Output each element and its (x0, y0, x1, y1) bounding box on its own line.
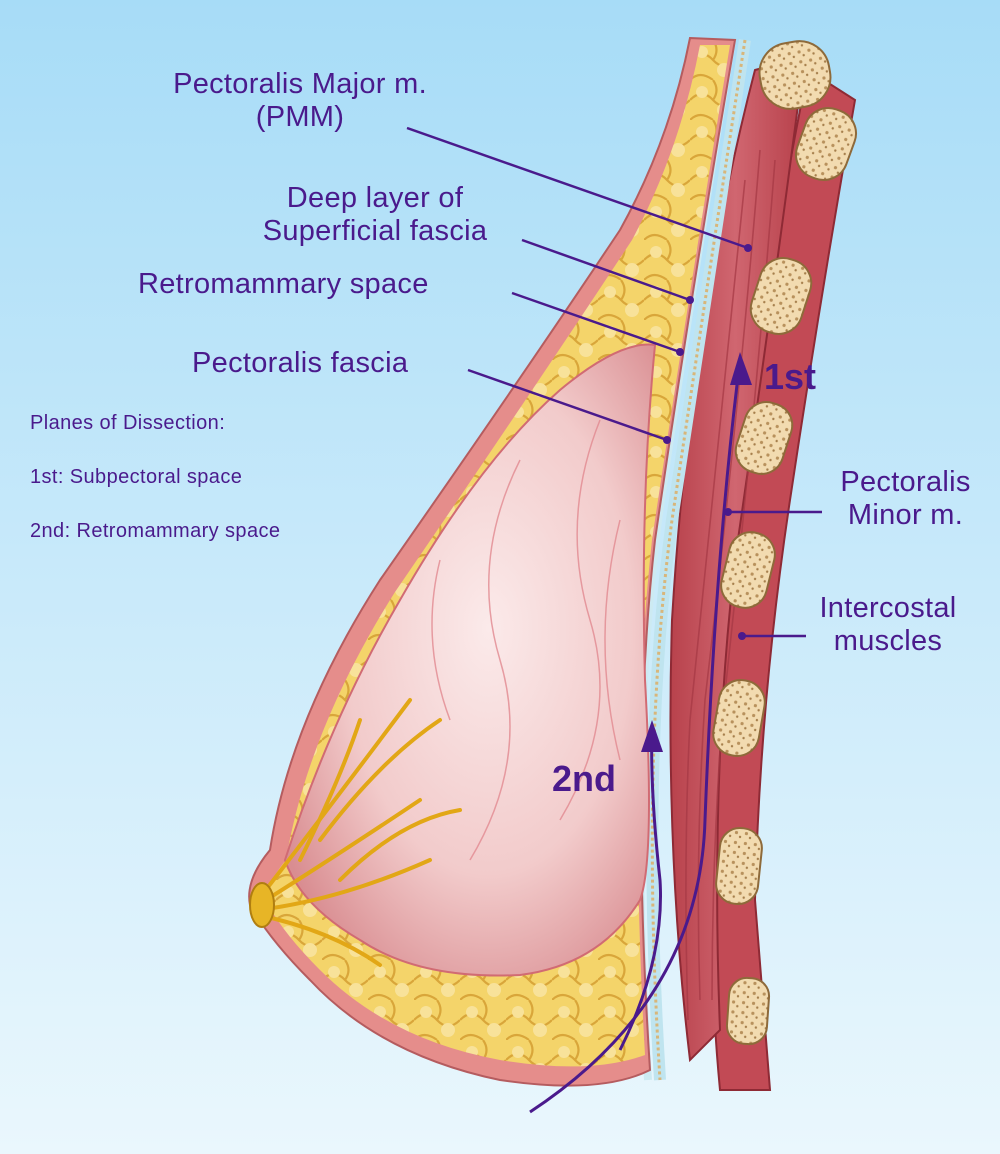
arrow-second-plane (618, 727, 662, 1051)
lactiferous-ducts (256, 698, 462, 967)
label-deep-layer-line2: Superficial fascia (262, 215, 488, 247)
label-intercostal-line1: Intercostal (819, 592, 957, 624)
planes-heading: Planes of Dissection: (30, 412, 226, 434)
label-pectoralis-fascia: Pectoralis fascia (192, 347, 409, 379)
ribs (712, 40, 857, 1046)
arrow-head-second (641, 720, 663, 752)
plane-second-tag: 2nd (552, 758, 617, 799)
leader-line-pmm (406, 126, 749, 250)
mammary-gland (283, 343, 657, 977)
leader-lines (406, 126, 822, 638)
rib (712, 679, 766, 757)
leader-line-retromammary (511, 291, 681, 354)
gland-veins (431, 419, 621, 861)
nipple (249, 882, 275, 928)
label-pectoralis-minor-line2: Minor m. (847, 499, 964, 531)
plane-first-text: 1st: Subpectoral space (30, 466, 243, 488)
plane-first-tag: 1st (764, 356, 817, 397)
label-deep-layer: Deep layer of Superficial fascia (225, 182, 525, 248)
label-pectoralis-major-line2: (PMM) (255, 101, 345, 133)
rib (758, 40, 832, 110)
rib (725, 976, 771, 1046)
rib (720, 531, 776, 609)
label-retromammary-space: Retromammary space (138, 268, 429, 300)
label-intercostal: Intercostal muscles (806, 592, 970, 658)
label-pectoralis-minor-line1: Pectoralis (840, 466, 971, 498)
arrow-head-first (730, 352, 752, 385)
leader-line-pect-fascia (467, 368, 668, 442)
dissection-arrows (529, 359, 742, 1114)
leader-dots (663, 244, 752, 640)
plane-second-text: 2nd: Retromammary space (30, 520, 281, 542)
rib (749, 257, 813, 335)
label-pectoralis-major: Pectoralis Major m. (PMM) (150, 68, 450, 134)
rib (795, 107, 857, 181)
rib (734, 401, 794, 475)
rib (715, 826, 763, 906)
label-pectoralis-major-line1: Pectoralis Major m. (173, 68, 427, 100)
label-intercostal-line2: muscles (833, 625, 943, 657)
arrow-first-plane (529, 359, 742, 1114)
leader-line-deep-fascia (521, 238, 691, 302)
label-deep-layer-line1: Deep layer of (286, 182, 464, 214)
label-pectoralis-minor: Pectoralis Minor m. (818, 466, 993, 532)
